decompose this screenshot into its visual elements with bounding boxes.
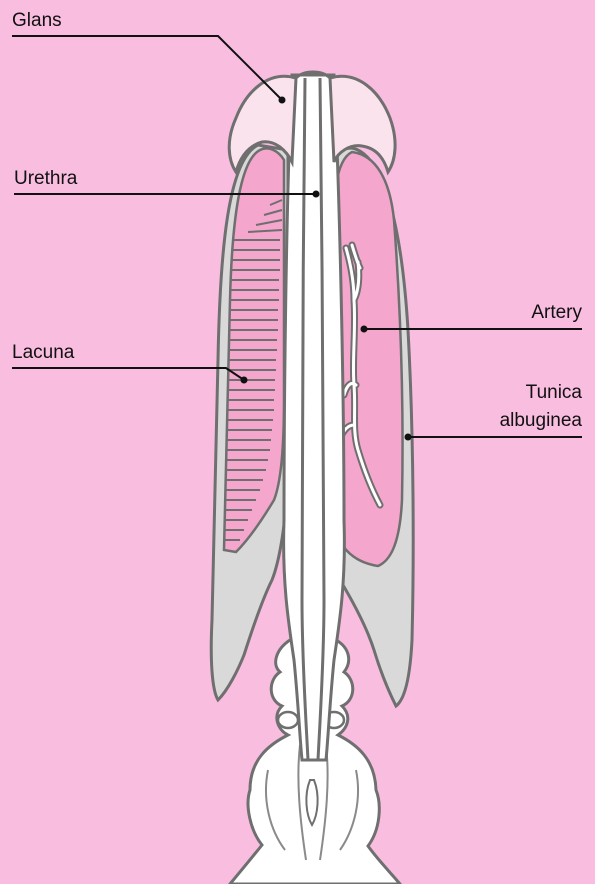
label-artery: Artery xyxy=(531,302,582,324)
bulb-urethral-slit xyxy=(306,780,317,825)
nodule-left xyxy=(278,712,298,728)
label-tunica-line2: albuginea xyxy=(500,410,582,432)
label-urethra: Urethra xyxy=(14,168,77,190)
label-lacuna: Lacuna xyxy=(12,342,74,364)
label-tunica-line1: Tunica xyxy=(526,382,582,404)
label-glans: Glans xyxy=(12,10,62,32)
corpus-spongiosum xyxy=(284,75,345,760)
